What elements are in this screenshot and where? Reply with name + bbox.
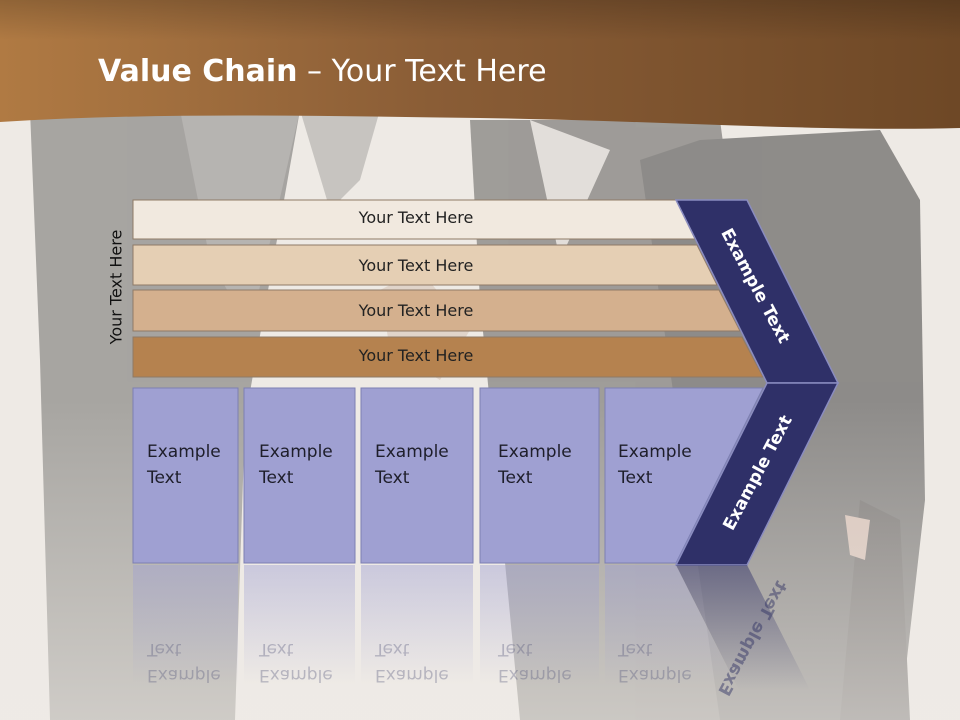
title-bold: Value Chain [98,54,298,89]
example-box-3 [360,387,474,564]
side-label: Your Text Here [106,229,126,345]
example-box-2 [243,387,356,564]
bar-3 [132,289,741,332]
example-box-reflection-1 [133,565,238,685]
bar-label-1: Your Text Here [358,208,474,227]
bar-4 [132,336,764,378]
example-box-reflection-2 [244,565,355,685]
example-box-5 [604,387,764,564]
example-box-reflection-3 [361,565,473,685]
example-box-1 [132,387,239,564]
title-rest: – Your Text Here [297,54,547,89]
example-box-reflection-4 [480,565,599,685]
example-box-reflection-5 [605,565,736,685]
bar-label-2: Your Text Here [358,256,474,275]
example-box-4 [479,387,600,564]
chevron-reflection [676,565,810,690]
bar-label-4: Your Text Here [358,346,474,365]
slide-title: Value Chain – Your Text Here [98,54,547,89]
bar-label-3: Your Text Here [358,301,474,320]
bar-2 [132,244,718,286]
